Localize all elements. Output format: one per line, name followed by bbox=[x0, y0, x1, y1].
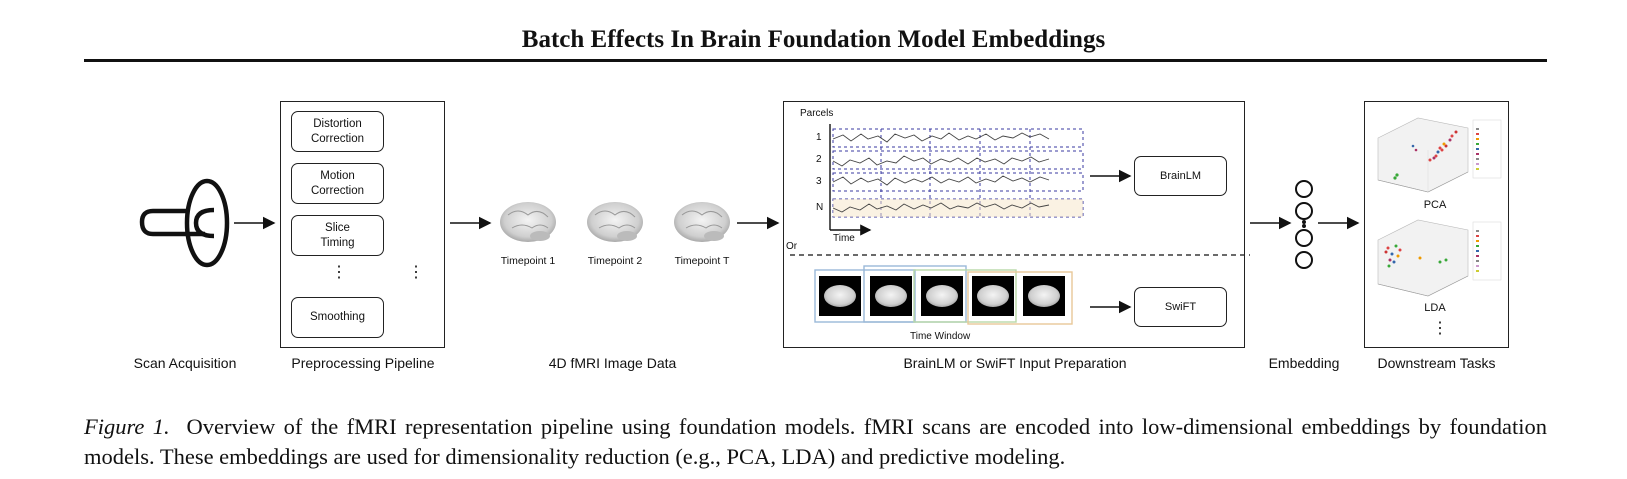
embedding-vector-icon bbox=[1295, 180, 1313, 269]
stage-label-image-data: 4D fMRI Image Data bbox=[548, 355, 677, 371]
stage-label-downstream: Downstream Tasks bbox=[1377, 355, 1496, 371]
stage-label-embedding: Embedding bbox=[1268, 355, 1340, 371]
pca-label: PCA bbox=[1423, 199, 1447, 211]
parcel-row-2: 2 bbox=[816, 154, 822, 165]
parcels-axis-label: Parcels bbox=[800, 108, 834, 119]
swift-brain-frames bbox=[819, 276, 1065, 316]
swift-model-box: SwiFT bbox=[1134, 287, 1227, 327]
swift-time-windows bbox=[814, 265, 1073, 325]
caption-text: Overview of the fMRI representation pipe… bbox=[84, 414, 1548, 469]
or-label: Or bbox=[786, 241, 798, 252]
mri-scanner-icon bbox=[139, 178, 230, 268]
brainlm-model-box: BrainLM bbox=[1134, 156, 1227, 196]
timepoint-t-label: Timepoint T bbox=[674, 255, 730, 267]
parcel-row-3: 3 bbox=[816, 176, 822, 187]
step-smoothing: Smoothing bbox=[291, 297, 384, 338]
running-title: Batch Effects In Brain Foundation Model … bbox=[521, 26, 1106, 53]
parcel-row-1: 1 bbox=[816, 132, 822, 143]
time-axis-label: Time bbox=[833, 233, 855, 244]
parcel-timeseries-plot bbox=[829, 124, 1132, 236]
header-rule bbox=[84, 59, 1547, 62]
step-motion-correction: Motion Correction bbox=[291, 163, 384, 204]
step-ellipsis: ⋮ bbox=[331, 264, 347, 281]
stage-label-preprocessing: Preprocessing Pipeline bbox=[291, 355, 435, 371]
brain-timepoint-t bbox=[674, 202, 730, 242]
downstream-panel bbox=[1364, 101, 1509, 348]
time-window-label: Time Window bbox=[910, 331, 971, 342]
step-distortion-correction: Distortion Correction bbox=[291, 111, 384, 152]
lda-label: LDA bbox=[1424, 302, 1446, 314]
parcel-row-n: N bbox=[816, 202, 824, 213]
thumb-ellipsis: ⋮ bbox=[408, 264, 424, 281]
timepoint-1-label: Timepoint 1 bbox=[500, 255, 556, 267]
stage-label-input-prep: BrainLM or SwiFT Input Preparation bbox=[903, 355, 1127, 371]
input-prep-panel bbox=[783, 101, 1245, 348]
brain-timepoint-2 bbox=[587, 202, 643, 242]
pca-scatter-thumbnail bbox=[1377, 117, 1502, 193]
tasks-ellipsis: ⋮ bbox=[1432, 320, 1448, 337]
timepoint-2-label: Timepoint 2 bbox=[587, 255, 643, 267]
stage-label-scan: Scan Acquisition bbox=[133, 355, 237, 371]
lda-scatter-thumbnail bbox=[1377, 219, 1502, 297]
figure-caption: Figure 1. Overview of the fMRI represent… bbox=[84, 412, 1547, 472]
caption-label: Figure 1. bbox=[84, 414, 170, 439]
step-slice-timing: Slice Timing bbox=[291, 215, 384, 256]
brain-timepoint-1 bbox=[500, 202, 556, 242]
